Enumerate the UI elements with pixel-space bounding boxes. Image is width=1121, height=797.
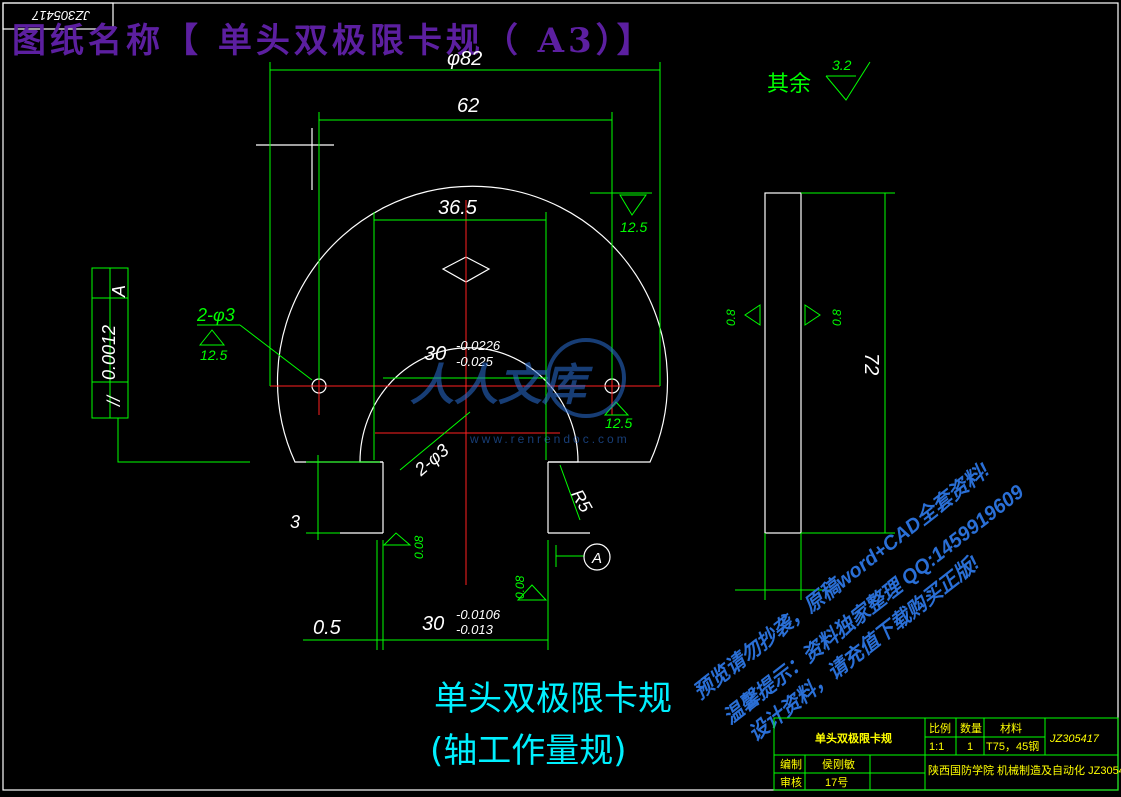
watermark-url: www.renrendoc.com xyxy=(469,432,630,446)
dim-bore-upper: -0.0226 xyxy=(456,338,501,353)
tb-material-label: 材料 xyxy=(1000,721,1022,735)
tb-part-name: 单头双极限卡规 xyxy=(815,731,892,745)
roughness-12-5-symbol-b xyxy=(198,329,226,346)
watermark-line3: 设计资料，请充值下载购买正版! xyxy=(744,551,984,746)
dim-62-text: 62 xyxy=(457,95,479,117)
diamond-mark xyxy=(441,256,491,283)
part-name-line2: (轴工作量规) xyxy=(430,731,627,771)
roughness-0-8-symbol-b xyxy=(804,304,821,326)
dim-36-5-text: 36.5 xyxy=(438,197,478,219)
tb-scale-label: 比例 xyxy=(929,721,951,735)
tolerance-leader xyxy=(117,418,250,463)
dim-phi82-text: φ82 xyxy=(447,48,482,70)
watermark-logo-circle xyxy=(546,338,626,418)
outer-profile-arc xyxy=(276,185,669,463)
title-banner: 图纸名称【 单头双极限卡规（ A3）】 xyxy=(12,21,655,61)
title-block: 单头双极限卡规 比例 数量 材料 1:1 1 T75，45钢 JZ305417 … xyxy=(773,717,1121,791)
tolerance-datum: A xyxy=(109,285,129,298)
roughness-0-08-symbol-a xyxy=(382,532,412,546)
dim-72-text: 72 xyxy=(860,353,882,375)
dim-2phi3-leader xyxy=(239,324,313,381)
title-block-border xyxy=(773,717,1119,791)
dim-3-text: 3 xyxy=(290,512,300,532)
tb-drawn-by: 侯刚敏 xyxy=(822,757,855,771)
roughness-12-5-text-a: 12.5 xyxy=(620,219,647,235)
roughness-0-08-symbol-b xyxy=(516,584,548,601)
tolerance-value: 0.0012 xyxy=(99,325,119,380)
dim-r5: R5 xyxy=(567,486,596,517)
watermark-logo: 人人文库 www.renrendoc.com xyxy=(410,338,630,446)
roughness-0-08-text-b: 0.08 xyxy=(513,575,527,599)
tb-check-value: 17号 xyxy=(825,776,848,789)
tb-material: T75，45钢 xyxy=(986,740,1039,753)
roughness-0-8-text-a: 0.8 xyxy=(724,309,738,326)
dim-slot-lower: -0.013 xyxy=(456,622,494,637)
dim-2phi3-mid: 2-φ3 xyxy=(410,440,453,480)
dim-2phi3-top: 2-φ3 xyxy=(196,305,235,325)
roughness-other-label: 其余 xyxy=(767,71,811,96)
stamp-box xyxy=(2,2,114,30)
datum-a-circle xyxy=(583,543,611,571)
tb-qty: 1 xyxy=(967,741,973,753)
roughness-other-value: 3.2 xyxy=(832,57,852,73)
roughness-12-5-text-b: 12.5 xyxy=(200,347,227,363)
roughness-12-5-symbol-a xyxy=(619,194,647,216)
side-view-body xyxy=(764,192,802,534)
tolerance-symbol: // xyxy=(104,394,124,408)
dim-r5-leader xyxy=(559,464,581,521)
tb-qty-label: 数量 xyxy=(960,722,982,735)
roughness-other-symbol xyxy=(825,61,871,101)
dim-2phi3-mid-leader xyxy=(399,411,471,471)
tb-school: 陕西国防学院 机械制造及自动化 JZ3054 xyxy=(928,763,1121,777)
datum-a-text: A xyxy=(591,550,602,567)
dim-slot-upper: -0.0106 xyxy=(456,607,501,622)
tb-scale: 1:1 xyxy=(929,741,944,753)
stamp-text: JZ305417 xyxy=(31,8,91,23)
roughness-12-5-text-c: 12.5 xyxy=(605,415,632,431)
tb-check-label: 审核 xyxy=(780,775,802,789)
dim-bore-lower: -0.025 xyxy=(456,354,494,369)
watermark-logo-text: 人人文库 xyxy=(410,361,593,410)
tb-code: JZ305417 xyxy=(1049,733,1100,745)
roughness-0-8-text-b: 0.8 xyxy=(830,309,844,326)
roughness-0-8-symbol-a xyxy=(744,304,761,326)
part-name-line1: 单头双极限卡规 xyxy=(434,679,672,719)
roughness-0-08-text-a: 0.08 xyxy=(412,535,426,559)
dim-bore-30: 30 xyxy=(424,343,446,365)
dim-0-5-text: 0.5 xyxy=(313,617,342,639)
dim-slot-30: 30 xyxy=(422,613,444,635)
inner-bore-arc xyxy=(359,347,579,463)
tb-drawn-label: 编制 xyxy=(780,757,802,771)
